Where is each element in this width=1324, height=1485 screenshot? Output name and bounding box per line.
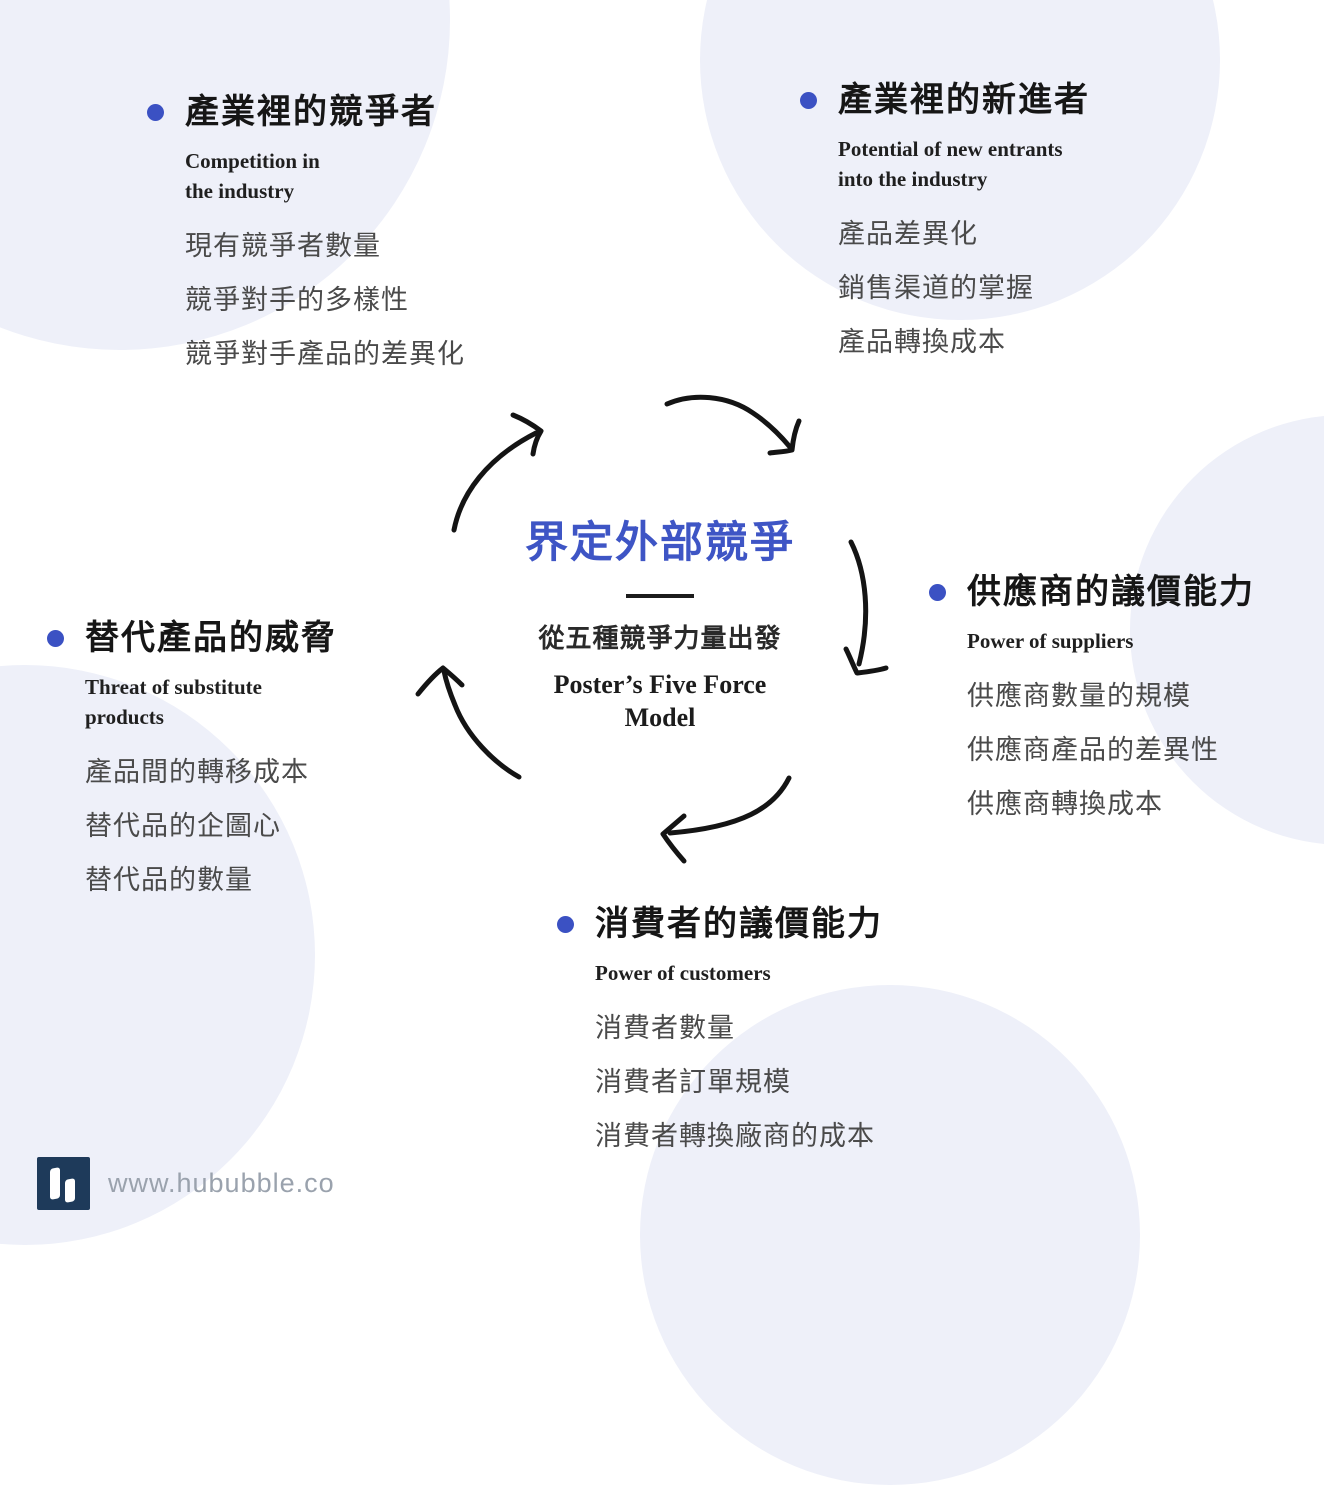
section-suppliers: 供應商的議價能力 Power of suppliers 供應商數量的規模 供應商…	[929, 572, 1255, 842]
list-item: 替代品的數量	[85, 865, 253, 895]
list-item: 供應商產品的差異性	[967, 735, 1219, 765]
section-title-zh: 替代產品的威脅	[85, 619, 337, 657]
hububble-logo-icon	[37, 1157, 90, 1210]
arrow-top-icon	[664, 394, 802, 456]
website-url: www.hububble.co	[108, 1168, 335, 1198]
list-item: 競爭對手的多樣性	[185, 285, 409, 315]
section-title-zh: 供應商的議價能力	[967, 573, 1255, 611]
section-title-zh: 消費者的議價能力	[595, 905, 883, 943]
section-item-list: 消費者數量 消費者訂單規模 消費者轉換廠商的成本	[595, 1012, 883, 1153]
section-new-entrants: 產業裡的新進者 Potential of new entrants into t…	[800, 80, 1090, 380]
bullet-dot-icon	[557, 916, 574, 933]
footer-branding: www.hububble.co	[37, 1157, 335, 1210]
list-item: 銷售渠道的掌握	[838, 273, 1034, 303]
bullet-dot-icon	[47, 630, 64, 647]
center-subtitle-en: Poster’s Five Force Model	[553, 670, 767, 732]
arrow-bottom-icon	[660, 775, 792, 864]
list-item: 供應商轉換成本	[967, 789, 1163, 819]
section-title-zh: 產業裡的新進者	[838, 81, 1090, 119]
section-item-list: 產品間的轉移成本 替代品的企圖心 替代品的數量	[85, 756, 337, 897]
section-subtitle-en: Competition in the industry	[185, 149, 320, 203]
section-competitors: 產業裡的競爭者 Competition in the industry 現有競爭…	[147, 92, 465, 392]
bullet-dot-icon	[147, 104, 164, 121]
section-subtitle-en: Potential of new entrants into the indus…	[838, 137, 1063, 191]
section-subtitle-en: Power of customers	[595, 961, 771, 985]
bullet-dot-icon	[800, 92, 817, 109]
list-item: 產品轉換成本	[838, 327, 1006, 357]
arrow-right-icon	[843, 539, 889, 676]
list-item: 消費者數量	[595, 1013, 735, 1043]
center-block: 界定外部競爭 從五種競爭力量出發 Poster’s Five Force Mod…	[480, 520, 840, 734]
title-divider	[626, 594, 694, 598]
section-substitutes: 替代產品的威脅 Threat of substitute products 產品…	[47, 618, 337, 918]
list-item: 替代品的企圖心	[85, 811, 281, 841]
section-item-list: 產品差異化 銷售渠道的掌握 產品轉換成本	[838, 218, 1090, 359]
arrow-top-left-icon	[451, 412, 544, 533]
list-item: 競爭對手產品的差異化	[185, 339, 465, 369]
section-customers: 消費者的議價能力 Power of customers 消費者數量 消費者訂單規…	[557, 904, 883, 1174]
section-subtitle-en: Threat of substitute products	[85, 675, 262, 729]
list-item: 消費者訂單規模	[595, 1067, 791, 1097]
bullet-dot-icon	[929, 584, 946, 601]
section-subtitle-en: Power of suppliers	[967, 629, 1134, 653]
list-item: 供應商數量的規模	[967, 681, 1191, 711]
section-item-list: 現有競爭者數量 競爭對手的多樣性 競爭對手產品的差異化	[185, 230, 465, 371]
section-item-list: 供應商數量的規模 供應商產品的差異性 供應商轉換成本	[967, 680, 1255, 821]
list-item: 消費者轉換廠商的成本	[595, 1121, 875, 1151]
section-title-zh: 產業裡的競爭者	[185, 93, 437, 131]
page-title: 界定外部競爭	[525, 519, 795, 567]
list-item: 現有競爭者數量	[185, 231, 381, 261]
center-subtitle-zh: 從五種競爭力量出發	[538, 623, 782, 653]
list-item: 產品差異化	[838, 219, 978, 249]
list-item: 產品間的轉移成本	[85, 757, 309, 787]
